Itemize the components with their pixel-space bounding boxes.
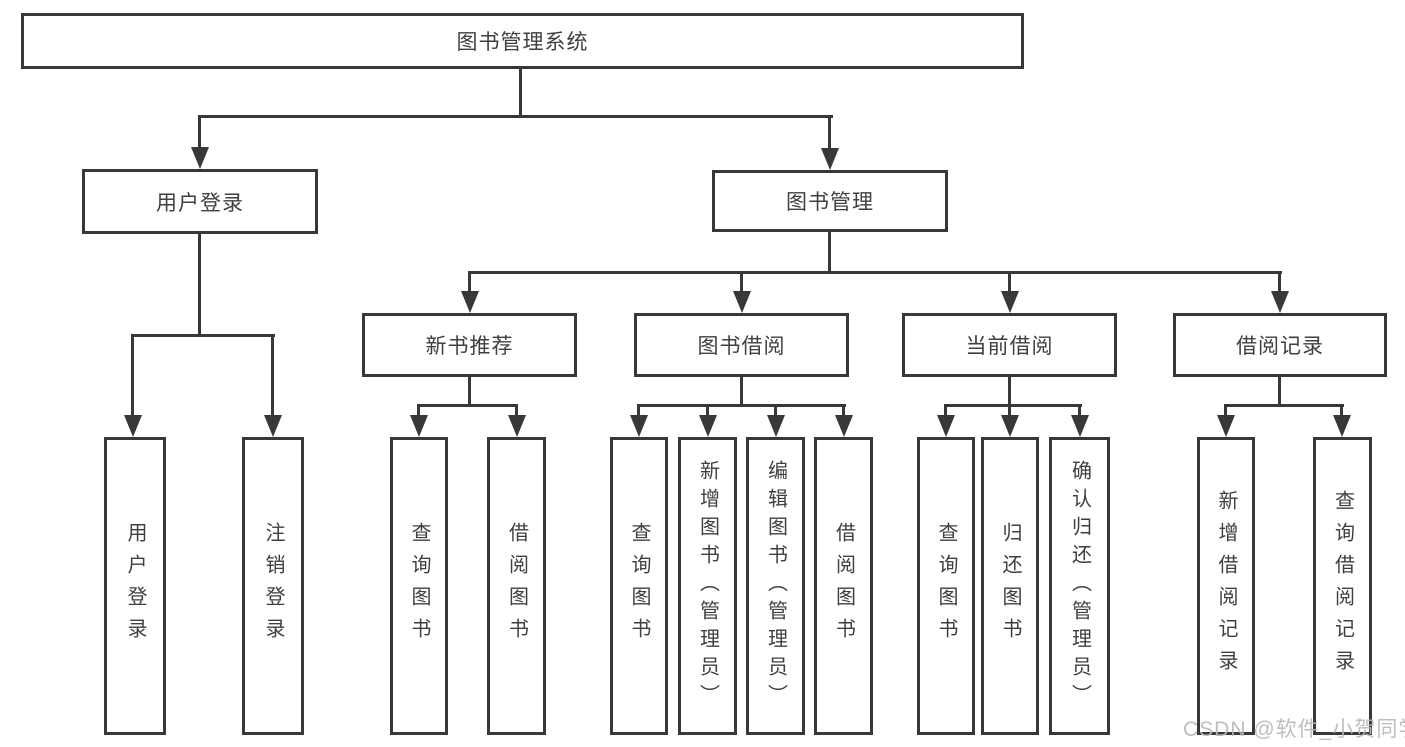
node-label: 用户登录 bbox=[124, 522, 146, 650]
connector-line bbox=[1340, 404, 1343, 419]
node-leaf-user-login: 用户登录 bbox=[104, 437, 166, 735]
connector-line bbox=[637, 404, 846, 407]
connector-line bbox=[740, 376, 743, 407]
arrow-down-icon bbox=[1001, 415, 1019, 437]
connector-line bbox=[515, 404, 518, 419]
node-label: 查询借阅记录 bbox=[1331, 490, 1354, 682]
node-current-borrow: 当前借阅 bbox=[902, 313, 1117, 377]
node-label: 确认归还（管理员） bbox=[1068, 460, 1091, 712]
connector-line bbox=[944, 404, 1082, 407]
connector-line bbox=[131, 334, 275, 337]
node-label: 新增图书（管理员） bbox=[696, 460, 719, 712]
connector-line bbox=[417, 404, 518, 407]
connector-line bbox=[468, 271, 471, 295]
arrow-down-icon bbox=[699, 415, 717, 437]
arrow-down-icon bbox=[821, 148, 839, 170]
node-label: 归还图书 bbox=[999, 522, 1021, 650]
connector-line bbox=[198, 115, 201, 151]
arrow-down-icon bbox=[508, 415, 526, 437]
node-leaf-add-book-admin: 新增图书（管理员） bbox=[678, 437, 737, 735]
connector-line bbox=[519, 68, 522, 118]
node-label: 查询图书 bbox=[408, 522, 430, 650]
connector-line bbox=[271, 334, 274, 419]
node-leaf-query-borrow-record: 查询借阅记录 bbox=[1313, 437, 1372, 735]
arrow-down-icon bbox=[630, 415, 648, 437]
node-user-login: 用户登录 bbox=[82, 169, 318, 234]
node-label: 借阅记录 bbox=[1236, 335, 1324, 358]
node-label: 借阅图书 bbox=[832, 522, 855, 650]
arrow-down-icon bbox=[767, 415, 785, 437]
node-leaf-edit-book-admin: 编辑图书（管理员） bbox=[746, 437, 805, 735]
connector-line bbox=[774, 404, 777, 419]
connector-line bbox=[1008, 376, 1011, 407]
node-label: 查询图书 bbox=[935, 522, 957, 650]
node-book-borrow: 图书借阅 bbox=[634, 313, 849, 377]
connector-line bbox=[842, 404, 845, 419]
connector-line bbox=[1278, 271, 1281, 295]
connector-line bbox=[828, 231, 831, 274]
node-borrow-record: 借阅记录 bbox=[1173, 313, 1387, 377]
node-label: 借阅图书 bbox=[505, 522, 528, 650]
arrow-down-icon bbox=[1217, 415, 1235, 437]
connector-line bbox=[740, 271, 743, 295]
connector-line bbox=[1008, 404, 1011, 419]
arrow-down-icon bbox=[835, 415, 853, 437]
node-leaf-borrow-book-2: 借阅图书 bbox=[814, 437, 873, 735]
node-label: 图书借阅 bbox=[697, 335, 786, 358]
connector-line bbox=[1078, 404, 1081, 419]
node-leaf-query-book-1: 查询图书 bbox=[390, 437, 448, 735]
connector-line bbox=[944, 404, 947, 419]
node-label: 新增借阅记录 bbox=[1215, 490, 1237, 682]
arrow-down-icon bbox=[733, 291, 751, 313]
arrow-down-icon bbox=[264, 415, 282, 437]
node-leaf-confirm-return-admin: 确认归还（管理员） bbox=[1049, 437, 1110, 735]
connector-line bbox=[198, 233, 201, 337]
connector-line bbox=[468, 376, 471, 407]
node-label: 新书推荐 bbox=[425, 335, 514, 358]
node-label: 编辑图书（管理员） bbox=[764, 460, 787, 712]
node-label: 当前借阅 bbox=[965, 335, 1054, 358]
node-label: 查询图书 bbox=[628, 522, 650, 650]
arrow-down-icon bbox=[1071, 415, 1089, 437]
node-label: 注销登录 bbox=[262, 522, 284, 650]
arrow-down-icon bbox=[1333, 415, 1351, 437]
arrow-down-icon bbox=[410, 415, 428, 437]
connector-line bbox=[417, 404, 420, 419]
arrow-down-icon bbox=[124, 415, 142, 437]
arrow-down-icon bbox=[191, 147, 209, 169]
node-leaf-query-book-3: 查询图书 bbox=[917, 437, 975, 735]
connector-line bbox=[468, 271, 1282, 274]
node-leaf-add-borrow-record: 新增借阅记录 bbox=[1197, 437, 1255, 735]
node-root: 图书管理系统 bbox=[21, 13, 1024, 69]
node-leaf-borrow-book-1: 借阅图书 bbox=[487, 437, 546, 735]
connector-line bbox=[1224, 404, 1344, 407]
node-book-management: 图书管理 bbox=[712, 170, 948, 232]
connector-line bbox=[1278, 376, 1281, 407]
arrow-down-icon bbox=[461, 291, 479, 313]
connector-line bbox=[131, 334, 134, 419]
connector-line bbox=[706, 404, 709, 419]
arrow-down-icon bbox=[1271, 291, 1289, 313]
connector-line bbox=[828, 115, 831, 151]
node-label: 图书管理系统 bbox=[456, 31, 589, 54]
connector-line bbox=[1224, 404, 1227, 419]
arrow-down-icon bbox=[1001, 291, 1019, 313]
node-leaf-query-book-2: 查询图书 bbox=[610, 437, 668, 735]
connector-line bbox=[637, 404, 640, 419]
arrow-down-icon bbox=[937, 415, 955, 437]
node-leaf-return-book: 归还图书 bbox=[981, 437, 1039, 735]
connector-line bbox=[1008, 271, 1011, 295]
watermark: CSDN @软件_小贺同学 bbox=[1183, 718, 1405, 741]
connector-line bbox=[198, 115, 833, 118]
node-leaf-logout: 注销登录 bbox=[242, 437, 304, 735]
node-new-book-recommend: 新书推荐 bbox=[362, 313, 577, 377]
node-label: 图书管理 bbox=[786, 191, 874, 214]
node-label: 用户登录 bbox=[156, 191, 244, 215]
